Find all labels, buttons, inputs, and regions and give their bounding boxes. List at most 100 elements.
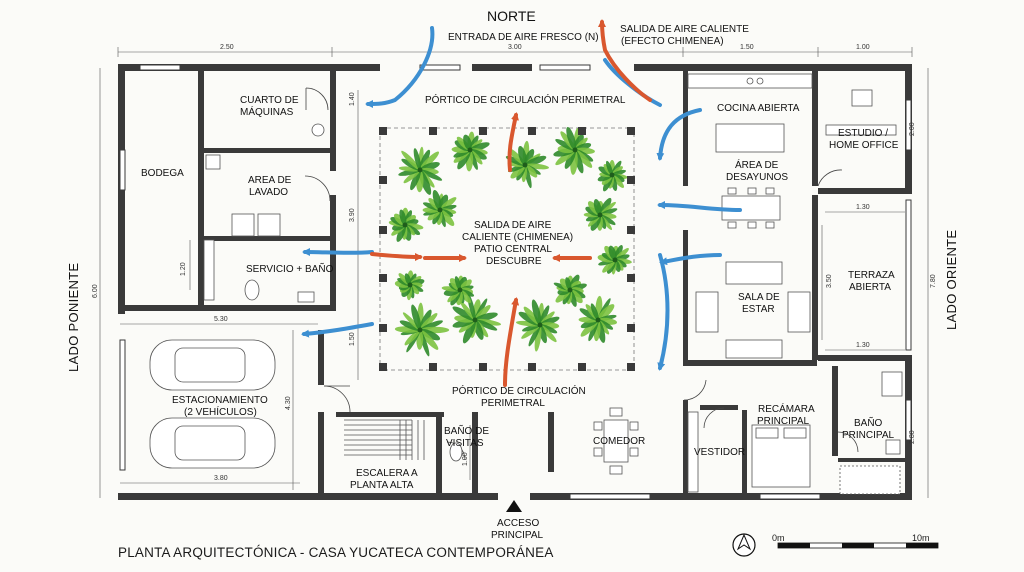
column bbox=[528, 127, 536, 135]
scale-end-label: 10m bbox=[912, 533, 930, 543]
palm-plant bbox=[388, 207, 424, 242]
palm-plant bbox=[515, 299, 560, 352]
column bbox=[578, 363, 586, 371]
sala-label-1: SALA DE bbox=[738, 292, 780, 303]
column bbox=[627, 127, 635, 135]
column bbox=[627, 226, 635, 234]
furniture bbox=[149, 73, 903, 495]
dim-350: 3.50 bbox=[826, 274, 833, 288]
terraza-label-2: ABIERTA bbox=[849, 282, 891, 293]
cuarto-maquinas-label-2: MÁQUINAS bbox=[240, 107, 294, 118]
dim-east-total: 7.80 bbox=[930, 274, 937, 288]
dim-390: 3.90 bbox=[349, 208, 356, 222]
plan-title: PLANTA ARQUITECTÓNICA - CASA YUCATECA CO… bbox=[118, 545, 554, 560]
patio-columns bbox=[379, 127, 635, 371]
column bbox=[627, 324, 635, 332]
patio-label-1: PATIO CENTRAL bbox=[474, 244, 552, 255]
dim-100: 1.00 bbox=[462, 452, 469, 466]
fresh-air-arrows bbox=[301, 26, 742, 371]
palm-plant bbox=[597, 245, 632, 275]
column bbox=[379, 274, 387, 282]
estacionamiento-label-1: ESTACIONAMIENTO bbox=[172, 395, 268, 406]
escalera-label-2: PLANTA ALTA bbox=[350, 480, 414, 491]
dim-530: 5.30 bbox=[214, 316, 228, 323]
estacionamiento-label-2: (2 VEHÍCULOS) bbox=[184, 407, 257, 418]
palm-plant bbox=[398, 146, 443, 195]
column bbox=[479, 127, 487, 135]
desayunos-label-2: DESAYUNOS bbox=[726, 172, 789, 183]
dim-380: 3.80 bbox=[214, 475, 228, 482]
palm-plant bbox=[394, 270, 425, 301]
cuarto-maquinas-label-1: CUARTO DE bbox=[240, 95, 299, 106]
column bbox=[429, 127, 437, 135]
dim-430: 4.30 bbox=[285, 396, 292, 410]
dim-top-2: 3.00 bbox=[508, 44, 522, 51]
palm-plant bbox=[597, 160, 628, 192]
column bbox=[379, 127, 387, 135]
bano-visitas-label-2: VISITAS bbox=[446, 438, 484, 449]
patio-hot-air-label-2: CALIENTE (CHIMENEA) bbox=[462, 232, 574, 243]
portico-top-label: PÓRTICO DE CIRCULACIÓN PERIMETRAL bbox=[425, 95, 626, 106]
dim-200: 2.00 bbox=[909, 122, 916, 136]
cocina-label: COCINA ABIERTA bbox=[717, 103, 800, 114]
patio-label-2: DESCUBRE bbox=[486, 256, 542, 267]
column bbox=[379, 324, 387, 332]
fresh-air-label: ENTRADA DE AIRE FRESCO (N) bbox=[448, 32, 599, 43]
palm-plant bbox=[583, 197, 618, 231]
east-side-label: LADO ORIENTE bbox=[944, 229, 959, 330]
column bbox=[627, 274, 635, 282]
portico-bottom-label-1: PÓRTICO DE CIRCULACIÓN bbox=[452, 386, 586, 397]
column bbox=[627, 363, 635, 371]
dim-280: 2.80 bbox=[909, 430, 916, 444]
bodega-label: BODEGA bbox=[141, 168, 184, 179]
door-swings bbox=[304, 87, 859, 461]
palm-plant bbox=[578, 295, 618, 343]
hot-air-out-label-2: (EFECTO CHIMENEA) bbox=[621, 36, 724, 47]
entrance-arrow-icon bbox=[506, 500, 522, 512]
lavado-label-1: AREA DE bbox=[248, 175, 292, 186]
recamara-label-2: PRINCIPAL bbox=[757, 416, 810, 427]
servicio-label: SERVICIO + BAÑO bbox=[246, 264, 334, 275]
lavado-label-2: LAVADO bbox=[249, 187, 289, 198]
vestidor-label: VESTIDOR bbox=[694, 447, 746, 458]
palm-plant bbox=[553, 274, 587, 307]
acceso-label-2: PRINCIPAL bbox=[491, 530, 544, 541]
windows bbox=[119, 64, 912, 500]
acceso-label-1: ACCESO bbox=[497, 518, 540, 529]
dim-130b: 1.30 bbox=[856, 342, 870, 349]
escalera-label-1: ESCALERA A bbox=[356, 468, 418, 479]
west-side-label: LADO PONIENTE bbox=[66, 262, 81, 372]
hot-air-out-label-1: SALIDA DE AIRE CALIENTE bbox=[620, 24, 749, 35]
dim-130a: 1.30 bbox=[856, 204, 870, 211]
palm-plant bbox=[553, 126, 595, 175]
column bbox=[528, 363, 536, 371]
dim-top-3: 1.50 bbox=[740, 44, 754, 51]
bano-principal-label-1: BAÑO bbox=[854, 418, 883, 429]
column bbox=[578, 127, 586, 135]
dim-150: 1.50 bbox=[349, 332, 356, 346]
scale-bar bbox=[777, 542, 939, 549]
column bbox=[627, 176, 635, 184]
dim-west-total: 6.00 bbox=[92, 284, 99, 298]
dim-top-1: 2.50 bbox=[220, 44, 234, 51]
dim-top-4: 1.00 bbox=[856, 44, 870, 51]
palm-plant bbox=[394, 302, 450, 357]
north-label: NORTE bbox=[487, 8, 536, 24]
desayunos-label-1: ÁREA DE bbox=[735, 160, 779, 171]
scale-start-label: 0m bbox=[772, 533, 785, 543]
column bbox=[379, 363, 387, 371]
portico-bottom-label-2: PERIMETRAL bbox=[481, 398, 545, 409]
palm-plant bbox=[422, 189, 457, 228]
dim-140: 1.40 bbox=[349, 92, 356, 106]
tropical-plants bbox=[388, 126, 632, 357]
comedor-label: COMEDOR bbox=[593, 436, 646, 447]
patio-hot-air-label-1: SALIDA DE AIRE bbox=[474, 220, 552, 231]
north-arrow-icon bbox=[732, 533, 756, 557]
column bbox=[479, 363, 487, 371]
terraza-label-1: TERRAZA bbox=[848, 270, 895, 281]
estudio-label-2: HOME OFFICE bbox=[829, 140, 899, 151]
hot-air-arrows bbox=[370, 19, 652, 387]
palm-plant bbox=[451, 131, 490, 172]
recamara-label-1: RECÁMARA bbox=[758, 404, 815, 415]
